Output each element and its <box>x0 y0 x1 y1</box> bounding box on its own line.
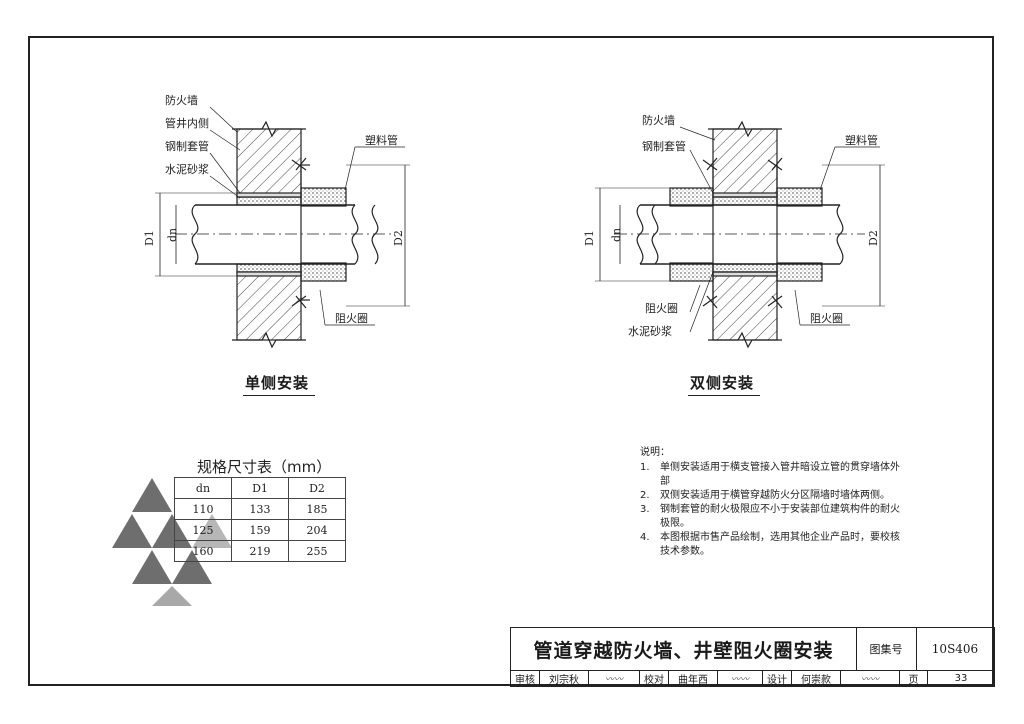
spec-table: dn D1 D2 110 133 185 125 159 204 160 219… <box>174 477 346 562</box>
checker-signature: 〰〰 <box>718 670 763 686</box>
label-fire-ring-left: 阻火圈 <box>645 302 678 315</box>
check-label: 校对 <box>640 670 669 686</box>
wall-upper-double <box>712 128 778 198</box>
table-cell: 160 <box>174 540 232 562</box>
break-line-top <box>232 120 306 138</box>
label-fire-ring: 阻火圈 <box>335 312 368 325</box>
wall-upper <box>236 128 302 198</box>
single-side-diagram <box>155 106 410 349</box>
review-label: 审核 <box>511 670 540 686</box>
spec-table-title: 规格尺寸表（mm） <box>197 458 332 476</box>
table-row: 160 219 255 <box>174 540 346 562</box>
table-cell: 255 <box>288 540 346 562</box>
page-number: 33 <box>954 672 968 684</box>
atlas-number: 10S406 <box>916 628 994 671</box>
table-cell: 219 <box>231 540 289 562</box>
table-cell: 110 <box>174 498 232 520</box>
notes-block: 说明： 1.单侧安装适用于横支管接入管井暗设立管的贯穿墙体外部 2.双侧安装适用… <box>640 446 900 559</box>
label-fire-wall-double: 防火墙 <box>642 114 675 127</box>
col-header: D1 <box>231 477 289 499</box>
double-side-diagram <box>595 120 885 349</box>
atlas-label: 图集号 <box>856 628 917 671</box>
label-plastic-pipe-double: 塑料管 <box>845 134 878 147</box>
dim-d2: D2 <box>392 230 405 246</box>
designer-name: 何崇款 <box>792 670 841 686</box>
note-item: 4.本图根据市售产品绘制，选用其他企业产品时，要校核技术参数。 <box>640 532 900 557</box>
mortar-bottom <box>236 263 302 273</box>
caption-double-underline <box>688 395 760 396</box>
dim-dn: dn <box>166 227 179 242</box>
dim-d2-double: D2 <box>867 230 880 246</box>
table-cell: 185 <box>288 498 346 520</box>
mortar-top <box>236 196 302 206</box>
table-row: 110 133 185 <box>174 498 346 520</box>
notes-title: 说明： <box>640 447 670 458</box>
note-item: 2.双侧安装适用于横管穿越防火分区隔墙时墙体两侧。 <box>640 490 890 501</box>
dim-d1-double: D1 <box>583 230 596 246</box>
label-steel-sleeve: 钢制套管 <box>165 140 209 153</box>
title-block: 管道穿越防火墙、井壁阻火圈安装 图集号 10S406 审核 刘宗秋 〰〰 校对 … <box>510 627 995 687</box>
drawing-title: 管道穿越防火墙、井壁阻火圈安装 <box>511 628 857 671</box>
fire-ring-top <box>300 187 347 207</box>
fire-ring-bottom <box>300 262 347 282</box>
note-item: 3.钢制套管的耐火极限应不小于安装部位建筑构件的耐火极限。 <box>640 504 900 529</box>
label-cement-mortar: 水泥砂浆 <box>165 163 209 176</box>
label-fire-wall: 防火墙 <box>165 94 198 107</box>
table-cell: 159 <box>231 519 289 541</box>
label-steel-sleeve-double: 钢制套管 <box>642 140 686 153</box>
dim-dn-double: dn <box>610 227 623 242</box>
label-cement-mortar-double: 水泥砂浆 <box>628 325 672 338</box>
page-label: 页 <box>900 670 928 686</box>
wall-lower <box>236 271 302 341</box>
designer-signature: 〰〰 <box>841 670 900 686</box>
col-header: D2 <box>288 477 346 499</box>
table-row: 125 159 204 <box>174 519 346 541</box>
label-plastic-pipe: 塑料管 <box>365 134 398 147</box>
signature-row: 审核 刘宗秋 〰〰 校对 曲年西 〰〰 设计 何崇款 〰〰 页 33 <box>511 670 994 686</box>
caption-single-underline <box>243 395 315 396</box>
col-header: dn <box>174 477 232 499</box>
reviewer-signature: 〰〰 <box>589 670 640 686</box>
caption-single: 单侧安装 <box>245 374 310 392</box>
design-label: 设计 <box>763 670 792 686</box>
table-cell: 204 <box>288 519 346 541</box>
dim-d1: D1 <box>143 230 156 246</box>
note-item: 1.单侧安装适用于横支管接入管井暗设立管的贯穿墙体外部 <box>640 462 900 487</box>
drawing-frame <box>28 36 994 686</box>
caption-double: 双侧安装 <box>690 374 755 392</box>
label-shaft-inner: 管井内侧 <box>165 117 209 130</box>
table-cell: 133 <box>231 498 289 520</box>
label-fire-ring-right: 阻火圈 <box>810 312 843 325</box>
reviewer-name: 刘宗秋 <box>540 670 589 686</box>
break-line-bottom <box>232 331 306 349</box>
wall-lower-double <box>712 271 778 341</box>
table-cell: 125 <box>174 519 232 541</box>
spec-table-header: dn D1 D2 <box>174 477 346 499</box>
checker-name: 曲年西 <box>669 670 718 686</box>
